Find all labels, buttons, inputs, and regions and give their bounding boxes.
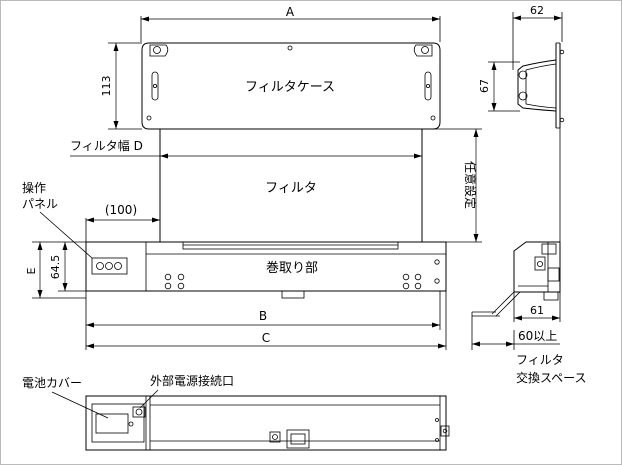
dimension-64-5-label: 64.5 — [49, 255, 62, 280]
dimension-a: A — [140, 5, 441, 42]
ext-power-callout: 外部電源接続口 — [139, 373, 234, 409]
dimension-b-label: B — [259, 309, 267, 323]
filter-body: フィルタ — [159, 128, 423, 243]
dimension-c: C — [86, 291, 447, 350]
side-winding-unit — [472, 241, 561, 317]
dimension-61-label: 61 — [530, 304, 544, 317]
panel-offset-label: (100) — [105, 203, 137, 217]
filter-width-label: フィルタ幅 D — [70, 138, 143, 153]
dimension-61: 61 — [513, 128, 561, 322]
dimension-113-label: 113 — [100, 76, 113, 97]
dimension-a-label: A — [286, 5, 295, 19]
filter-case: フィルタケース — [141, 42, 441, 130]
dimension-67-label: 67 — [478, 79, 491, 93]
dimension-60: 60以上 フィルタ 交換スペース — [471, 312, 587, 385]
exchange-label-line1: フィルタ — [516, 353, 564, 367]
ext-power-label: 外部電源接続口 — [150, 373, 234, 388]
side-bracket — [517, 42, 565, 129]
battery-cover-callout: 電池カバー — [22, 376, 109, 419]
winding-label: 巻取り部 — [266, 261, 318, 276]
dimension-62: 62 — [512, 4, 563, 70]
dimension-c-label: C — [262, 331, 270, 345]
dimension-60-label: 60以上 — [518, 329, 557, 343]
bottom-view — [85, 395, 450, 451]
exchange-label-line2: 交換スペース — [516, 370, 587, 385]
dimension-e: E 64.5 — [25, 241, 86, 299]
dimension-d: フィルタ幅 D — [70, 138, 422, 159]
panel-label-line1: 操作 — [22, 180, 46, 195]
dimension-100: (100) — [85, 203, 160, 242]
dimension-e-label: E — [25, 267, 38, 274]
panel-label-line2: パネル — [22, 197, 58, 211]
dimension-b: B — [85, 291, 441, 350]
dimension-62-label: 62 — [530, 4, 544, 17]
dimension-113: 113 — [100, 42, 142, 130]
panel-callout: 操作 パネル — [22, 180, 93, 259]
filter-label: フィルタ — [265, 181, 317, 196]
winding-unit: 巻取り部 — [85, 241, 447, 299]
dimension-arbitrary: 任意設定 — [422, 128, 482, 243]
dimension-67: 67 — [478, 61, 520, 112]
filter-case-label: フィルタケース — [245, 80, 335, 95]
arbitrary-setting-label: 任意設定 — [463, 161, 478, 209]
battery-cover-label: 電池カバー — [22, 376, 82, 390]
